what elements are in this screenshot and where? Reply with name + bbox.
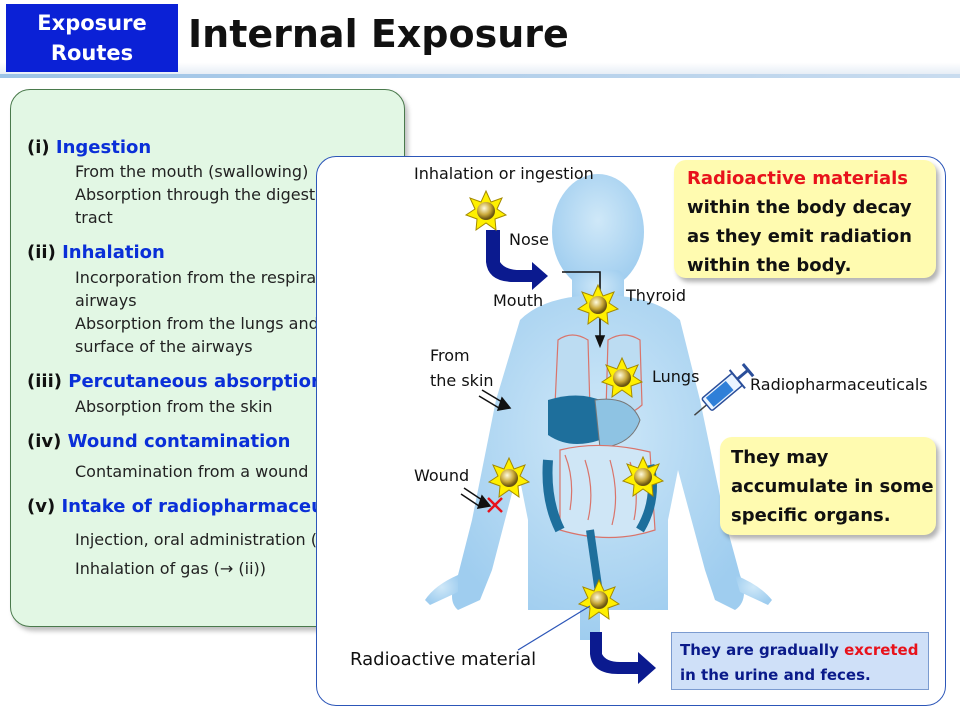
label-mouth: Mouth [493, 291, 544, 310]
route-wound-details: Contamination from a wound [75, 460, 308, 483]
route-name: Ingestion [55, 137, 152, 158]
callout-emphasis: excreted [844, 641, 919, 659]
badge-line-1: Exposure [37, 11, 147, 35]
detail-line: Absorption from the skin [75, 397, 273, 416]
callout-line: within the body. [687, 255, 852, 276]
callout-line: Radioactive materials [687, 168, 909, 189]
excretion-callout: They are gradually excreted in the urine… [671, 632, 929, 690]
route-radiopharmaceuticals-details: Injection, oral administration (→ (i)) I… [75, 525, 359, 583]
page-title: Internal Exposure [188, 12, 569, 56]
badge-line-2: Routes [50, 41, 134, 65]
intake-flow-arrow [486, 230, 548, 290]
label-line: From [430, 346, 470, 365]
syringe-icon [693, 363, 755, 416]
label-wound: Wound [414, 466, 470, 485]
detail-line: Absorption from the lungs and the [75, 314, 351, 333]
skin-pointer-arrow [478, 389, 512, 411]
route-name: Intake of radiopharmaceuticals [61, 496, 379, 517]
accumulate-callout: They may accumulate in some specific org… [720, 437, 936, 535]
callout-line: within the body decay [687, 197, 912, 218]
callout-line: They may [731, 447, 829, 468]
route-number: (iv) [27, 431, 62, 452]
radioactive-material-leader [517, 605, 591, 651]
section-badge: Exposure Routes [6, 4, 178, 72]
detail-line: Injection, oral administration (→ (i)) [75, 530, 359, 549]
label-nose: Nose [509, 230, 549, 249]
cross-mark-icon [487, 497, 503, 513]
route-name: Wound contamination [67, 431, 291, 452]
route-ingestion-details: From the mouth (swallowing) Absorption t… [75, 160, 339, 229]
detail-line: tract [75, 208, 113, 227]
label-inhalation-ingestion: Inhalation or ingestion [414, 164, 594, 183]
detail-line: Contamination from a wound [75, 462, 309, 481]
label-thyroid: Thyroid [626, 286, 686, 305]
route-name: Inhalation [62, 242, 165, 263]
route-radiopharmaceuticals-heading: (v) Intake of radiopharmaceuticals [27, 496, 378, 517]
callout-line: in the urine and feces. [680, 666, 871, 684]
detail-line: Incorporation from the respiratory [75, 268, 349, 287]
callout-line: specific organs. [731, 505, 891, 526]
label-lungs: Lungs [652, 367, 700, 386]
detail-line: Absorption through the digestive [75, 185, 339, 204]
callout-line: as they emit radiation [687, 226, 912, 247]
detail-line: airways [75, 291, 137, 310]
wound-pointer-arrow [460, 487, 492, 509]
route-name: Percutaneous absorption [68, 371, 324, 392]
callout-text: They are gradually [680, 641, 845, 659]
excretion-flow-arrow [590, 632, 656, 684]
detail-line: Inhalation of gas (→ (ii)) [75, 559, 267, 578]
label-from-the-skin: From the skin [430, 343, 494, 393]
callout-line: They are gradually excreted [680, 638, 928, 663]
route-ingestion-heading: (i) Ingestion [27, 137, 151, 158]
detail-line: surface of the airways [75, 337, 253, 356]
route-inhalation-heading: (ii) Inhalation [27, 242, 165, 263]
detail-line: From the mouth (swallowing) [75, 162, 309, 181]
header-divider [0, 74, 960, 78]
route-percutaneous-details: Absorption from the skin [75, 395, 273, 418]
route-number: (v) [27, 496, 56, 517]
label-radiopharmaceuticals: Radiopharmaceuticals [750, 375, 928, 394]
route-percutaneous-heading: (iii) Percutaneous absorption [27, 371, 324, 392]
route-number: (i) [27, 137, 50, 158]
decay-callout: Radioactive materials within the body de… [674, 160, 936, 278]
radioactive-particle-icon [465, 190, 507, 231]
route-wound-heading: (iv) Wound contamination [27, 431, 290, 452]
callout-line: accumulate in some [731, 476, 934, 497]
label-radioactive-material: Radioactive material [350, 649, 537, 670]
label-line: the skin [430, 371, 494, 390]
route-number: (ii) [27, 242, 56, 263]
route-number: (iii) [27, 371, 62, 392]
route-inhalation-details: Incorporation from the respiratory airwa… [75, 266, 350, 358]
